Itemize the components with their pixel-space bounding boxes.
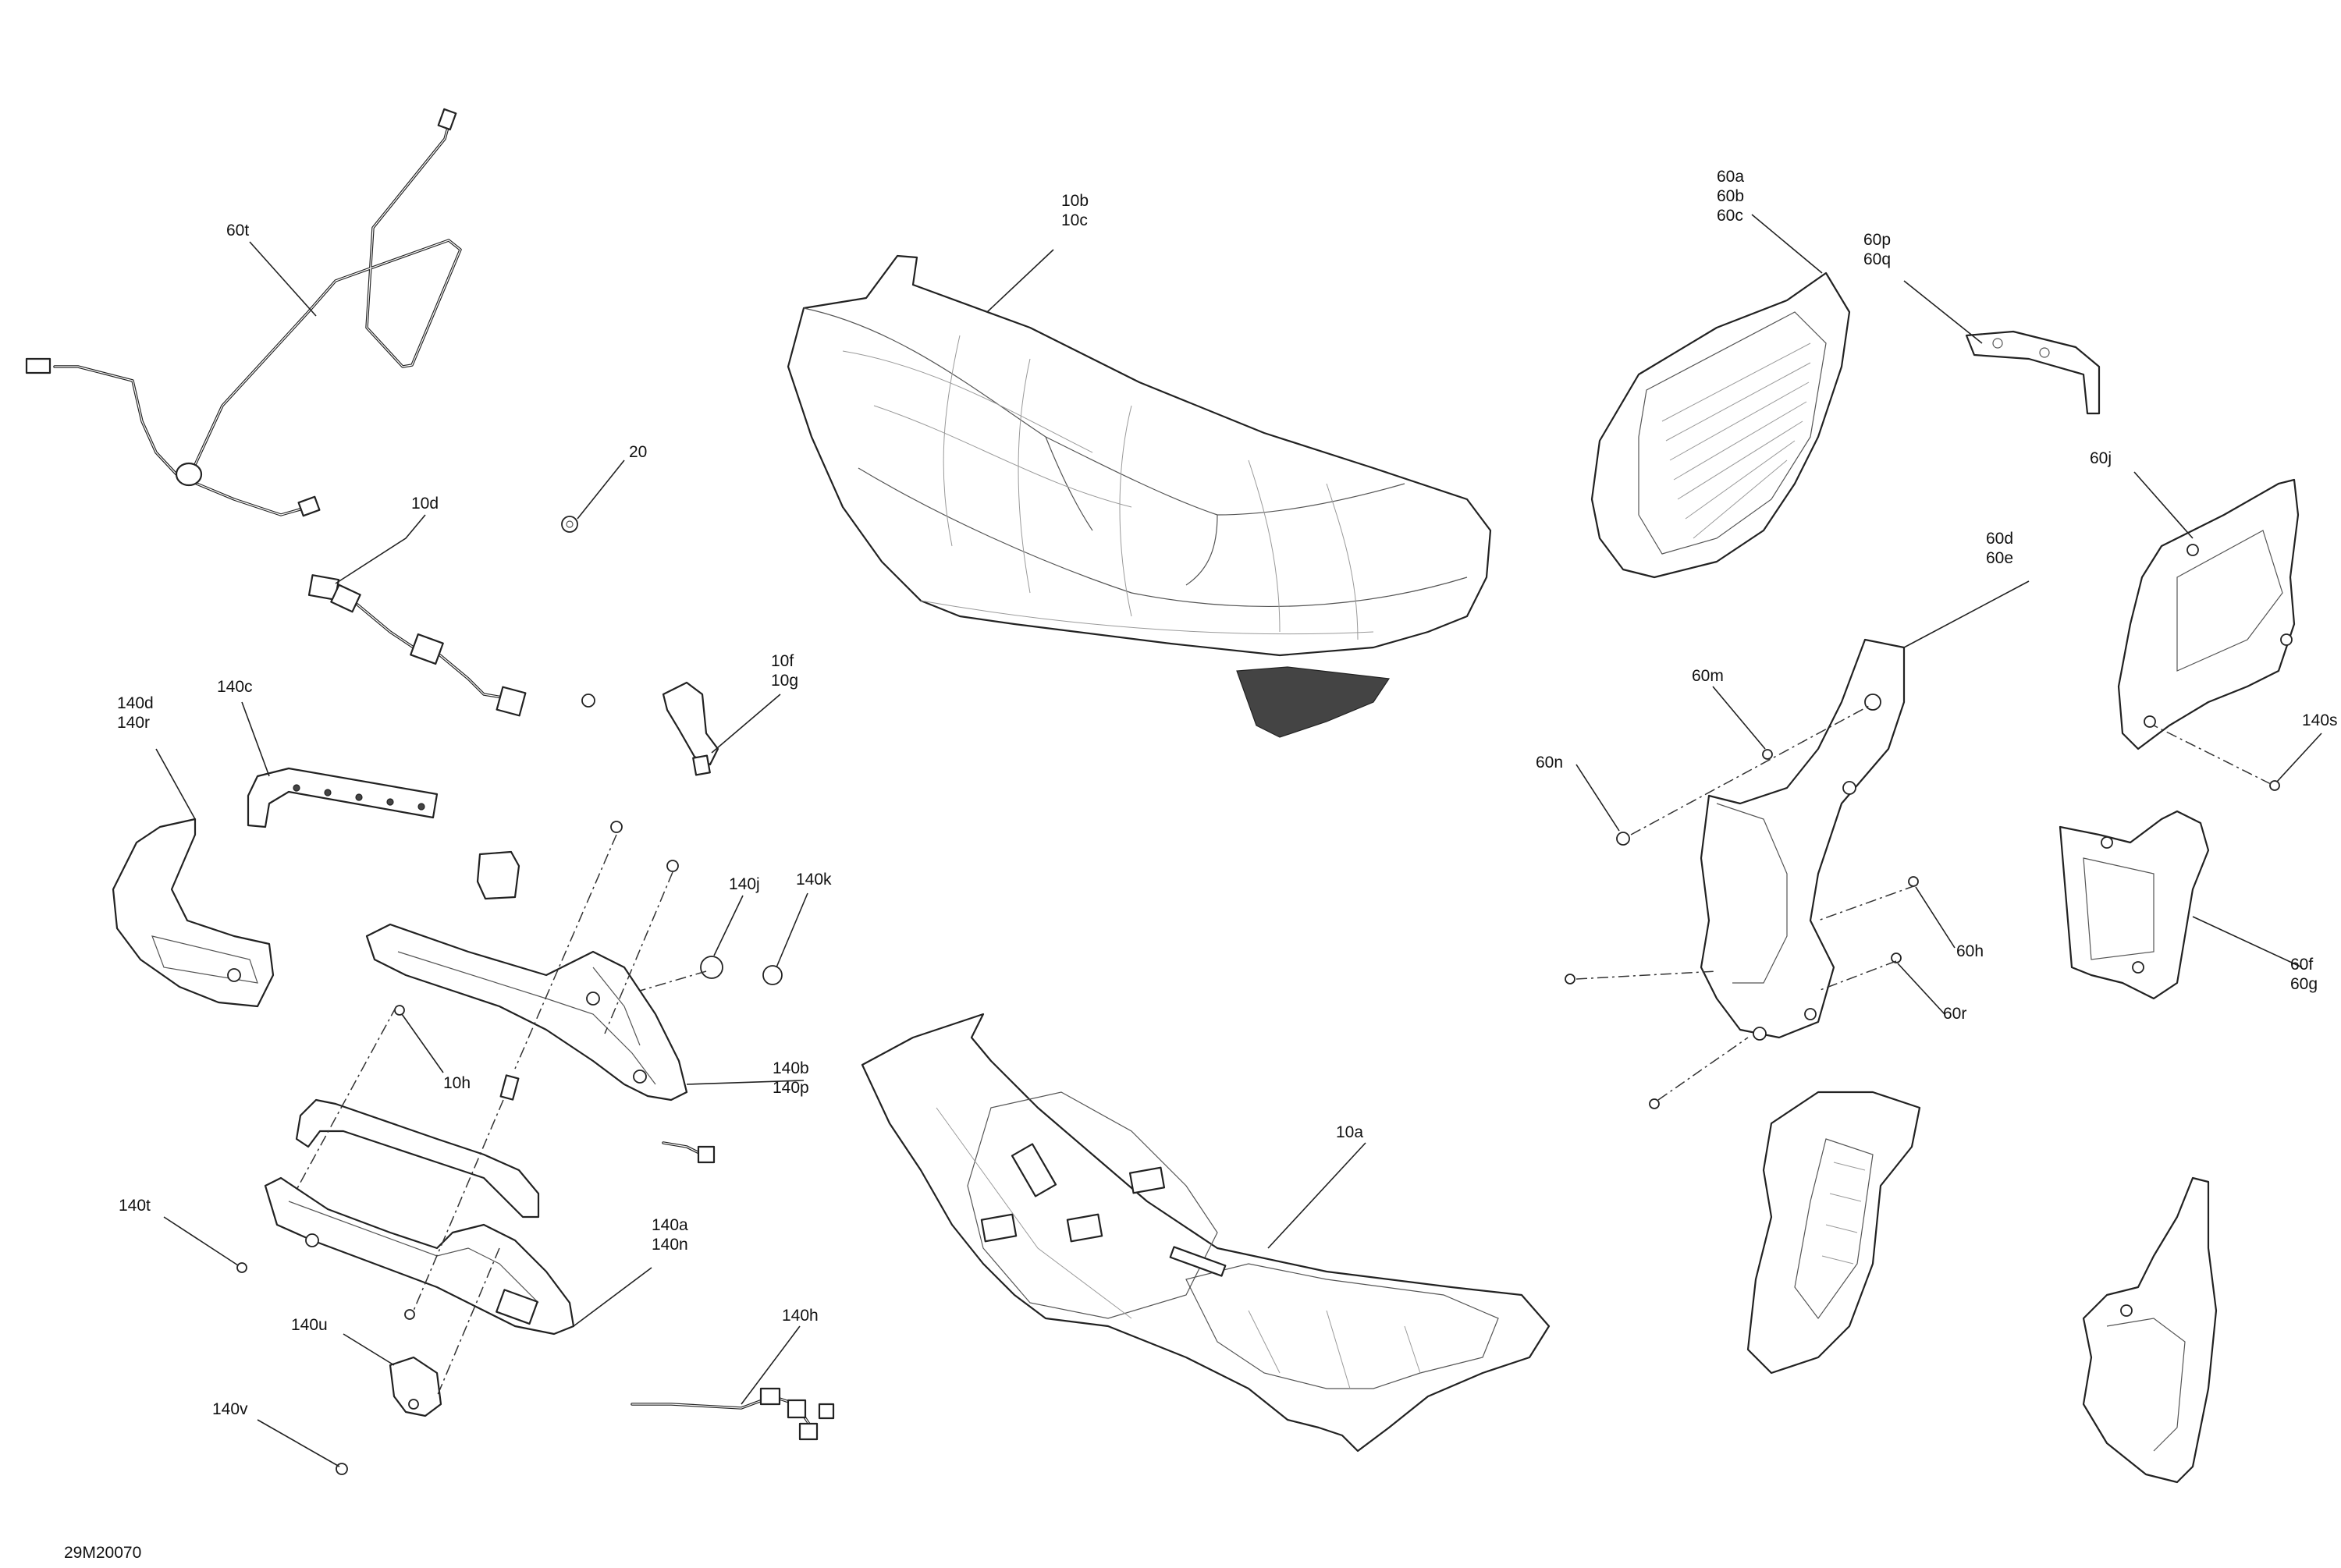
side-panel-60j (2117, 478, 2300, 750)
callout-140a: 140a (652, 1216, 688, 1234)
clip-20 (561, 516, 578, 533)
callout-140t: 140t (119, 1197, 151, 1215)
callout-10f: 10f (771, 652, 794, 670)
leader-lines (155, 214, 2322, 1467)
bracket-60f (2059, 810, 2210, 1000)
callout-60d: 60d (1986, 530, 2013, 548)
callout-140v: 140v (212, 1400, 248, 1418)
callout-140u: 140u (291, 1316, 328, 1334)
hose-140c (247, 767, 439, 828)
callout-140j: 140j (729, 875, 760, 893)
assembly-lines (296, 705, 2272, 1397)
callout-140k: 140k (796, 871, 832, 889)
cover-140d (112, 818, 275, 1008)
callout-60r: 60r (1943, 1005, 1966, 1023)
callout-10h: 10h (443, 1074, 471, 1092)
callout-60p: 60p (1863, 231, 1891, 249)
wire-harness-60t (25, 108, 462, 517)
backrest-60a (1590, 271, 1851, 579)
callout-140d: 140d (117, 694, 154, 712)
callout-60f: 60f (2290, 956, 2313, 974)
callout-140b: 140b (773, 1059, 809, 1077)
latch-10f (581, 681, 719, 776)
frame-60d (1700, 638, 1906, 1041)
callout-60n: 60n (1536, 754, 1563, 772)
callout-10a: 10a (1336, 1123, 1363, 1141)
connector-small (662, 1141, 716, 1164)
seat-cover-10b (787, 254, 1492, 738)
callout-10c: 10c (1061, 211, 1088, 229)
screws-upper (394, 821, 783, 1101)
callout-140h: 140h (782, 1307, 819, 1325)
callout-10g: 10g (771, 672, 798, 690)
callout-60t: 60t (226, 222, 249, 239)
callout-140r: 140r (117, 714, 150, 732)
callout-10b: 10b (1061, 192, 1089, 210)
callout-140p: 140p (773, 1079, 809, 1097)
callout-60b: 60b (1717, 187, 1744, 205)
callout-60a: 60a (1717, 168, 1744, 186)
callout-labels: 60t 10d 20 10b 10c 60a 60b 60c 60p 60q 6… (117, 168, 2338, 1418)
harness-140h (631, 1387, 835, 1441)
callout-60c: 60c (1717, 207, 1743, 225)
drawing-number: 29M20070 (64, 1544, 141, 1562)
harness-10d (307, 574, 527, 717)
callout-60m: 60m (1692, 667, 1724, 685)
bracket-60p (1965, 330, 2101, 415)
bracket-140u (389, 1356, 442, 1417)
callout-10d: 10d (411, 495, 439, 513)
screws-lower (236, 1262, 415, 1475)
callout-60g: 60g (2290, 975, 2318, 993)
callout-60h: 60h (1956, 942, 1984, 960)
callout-60q: 60q (1863, 250, 1891, 268)
callout-20: 20 (629, 443, 647, 461)
armrest-base-140a (264, 1176, 575, 1336)
callout-140c: 140c (217, 678, 253, 696)
callout-140s: 140s (2302, 711, 2338, 729)
callout-140n: 140n (652, 1236, 688, 1254)
armrest-right-2 (2082, 1176, 2218, 1484)
callout-60j: 60j (2090, 449, 2112, 467)
grab-handle (295, 1098, 540, 1219)
callout-60e: 60e (1986, 549, 2013, 567)
switch-cap (476, 850, 520, 900)
seat-base-10a (861, 1013, 1551, 1453)
armrest-right-1 (1746, 1091, 1921, 1375)
screws-right (1565, 749, 2280, 1109)
armrest-140b (365, 923, 688, 1102)
